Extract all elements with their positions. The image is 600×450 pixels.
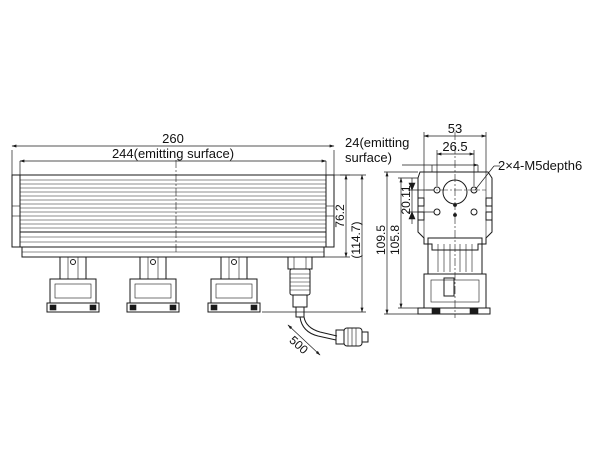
side-emitting-line2: surface) [345, 150, 392, 165]
side-view: 53 26.5 24(emitting surface) 20.11 [345, 121, 582, 318]
emitting-length-label: 244(emitting surface) [112, 146, 234, 161]
dim-side-emitting: 24(emitting surface) [345, 135, 479, 172]
front-view: 260 244(emitting surface) 76.2 (114.7) 5… [11, 131, 369, 357]
dim-hole-pitch: 26.5 [436, 139, 475, 186]
heat-sink-fins [20, 179, 326, 243]
dim-emitting-length: 244(emitting surface) [19, 146, 327, 175]
dim-hole-offset: 20.11 [399, 178, 434, 224]
dim-side-mount-height: 105.8 [388, 177, 424, 309]
thread-note-label: 2×4-M5depth6 [498, 158, 582, 173]
dim-side-total-height: 109.5 [374, 171, 418, 315]
dim-side-width: 53 [423, 121, 487, 172]
mounting-bracket-3 [207, 256, 261, 313]
hole-pitch-label: 26.5 [442, 139, 467, 154]
body-height-label: 76.2 [333, 204, 347, 228]
total-height-label: (114.7) [349, 221, 363, 258]
dim-overall-length: 260 [11, 131, 335, 175]
thread-note: 2×4-M5depth6 [474, 158, 582, 191]
side-mount-height-label: 105.8 [388, 225, 402, 255]
cable-length-label: 500 [287, 333, 311, 357]
dim-total-height: (114.7) [262, 174, 366, 313]
mounting-bracket-2 [126, 256, 180, 313]
overall-length-label: 260 [162, 131, 184, 146]
side-total-height-label: 109.5 [374, 225, 388, 255]
side-emitting-line1: 24(emitting [345, 135, 409, 150]
side-width-label: 53 [448, 121, 462, 136]
cable-connector [287, 256, 313, 318]
cable [299, 316, 369, 347]
mounting-bracket-1 [46, 256, 100, 313]
hole-offset-label: 20.11 [399, 185, 413, 214]
